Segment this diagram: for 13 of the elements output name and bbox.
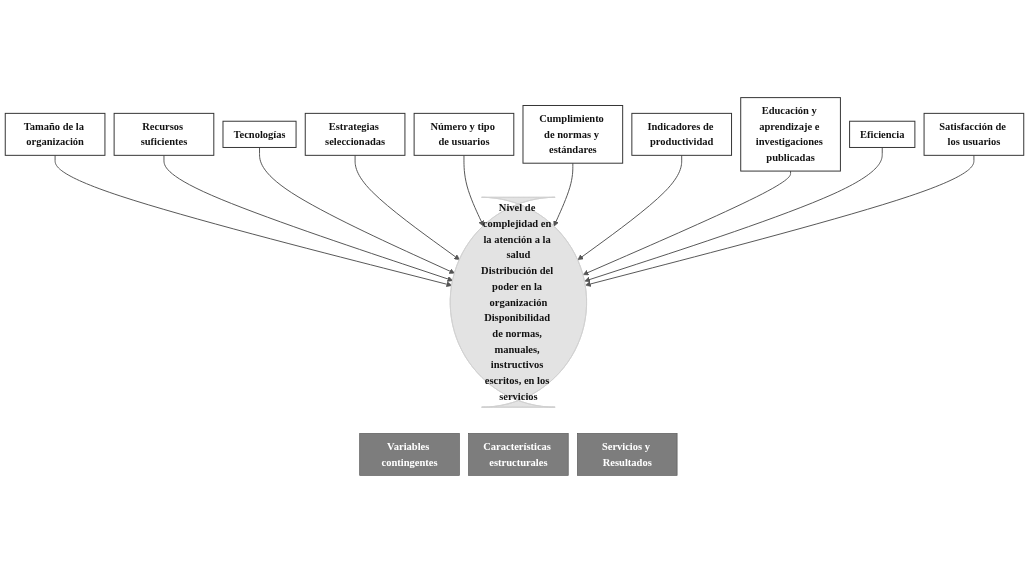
node-box: Cumplimiento de normas y estándares bbox=[522, 105, 624, 164]
node-box: Satisfacción de los usuarios bbox=[923, 112, 1025, 156]
node-box: Educación y aprendizaje e investigaciones publicadas bbox=[740, 97, 841, 172]
node-box: Tamaño de la organización bbox=[4, 112, 106, 156]
node-box: Número y tipo de usuarios bbox=[413, 112, 515, 156]
node-box: Variables contingentes bbox=[359, 433, 460, 476]
node-box: Estrategias seleccionadas bbox=[304, 112, 406, 156]
node-box: Servicios y Resultados bbox=[577, 433, 678, 476]
node-box: Recursos suficientes bbox=[113, 112, 215, 156]
node-box: Indicadores de productividad bbox=[631, 112, 733, 156]
node-box: Eficiencia bbox=[849, 120, 916, 148]
node-box: Tecnologías bbox=[222, 120, 297, 148]
node-box: Características estructurales bbox=[468, 433, 569, 476]
